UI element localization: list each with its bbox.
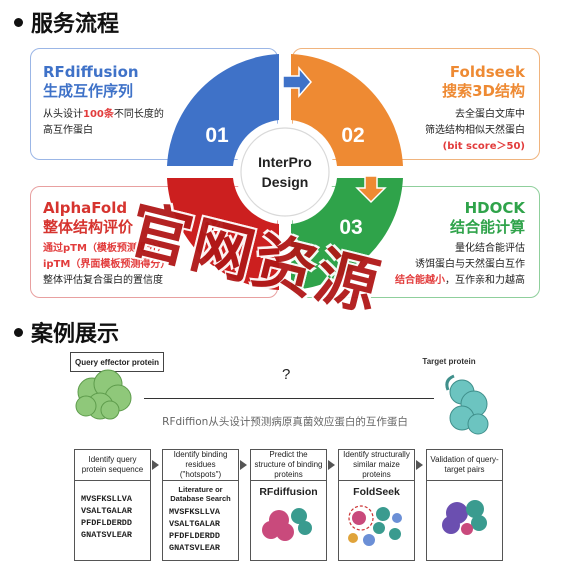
target-protein-blob-icon [445, 374, 489, 435]
card-hdock-title: HDOCK 结合能计算 [449, 199, 525, 236]
similar-proteins-icon [348, 505, 402, 546]
section-title-process: 服务流程 [14, 6, 119, 38]
center-label-line1: InterPro [258, 154, 312, 170]
ring-segment-orange [291, 54, 403, 166]
flow-arrow-icon [240, 460, 247, 470]
literature-search-label: Literature or Database Search [170, 485, 231, 503]
flow-step-predict-structure: Predict the structure of binding protein… [250, 449, 327, 561]
quadrant-number-04: 04 [201, 216, 225, 239]
arrow-down-icon [355, 175, 387, 204]
card-hdock-body: 量化结合能评估 诱饵蛋白与天然蛋白互作 结合能越小，互作亲和力越高 [395, 243, 525, 286]
sequence-block-1: MVSFKSLLVA VSALTGALAR PFDFLDERDD GNATSVL… [81, 494, 133, 540]
flow-step-4-title: Identify structurally similar maize prot… [339, 450, 414, 481]
card-alphafold-title: AlphaFold 整体结构评价 [43, 199, 134, 236]
connector-line [144, 398, 434, 399]
flow-arrow-icon [416, 460, 423, 470]
flow-step-3-title: Predict the structure of binding protein… [251, 450, 326, 481]
bullet-dot-icon [14, 327, 23, 337]
section-title-text: 服务流程 [31, 12, 120, 37]
query-effector-label: Query effector protein [70, 352, 164, 372]
quadrant-number-03: 03 [339, 216, 362, 239]
target-protein-label: Target protein [422, 356, 476, 366]
bullet-dot-icon [14, 17, 23, 27]
foldseek-tool-label: FoldSeek [353, 486, 400, 498]
flow-arrow-icon [152, 460, 159, 470]
card-rfdiffusion-body: 从头设计100条不同长度的 高互作蛋白 [43, 109, 164, 136]
flow-step-hotspots: Identify binding residues ("hotspots") L… [162, 449, 239, 561]
flow-arrow-icon [328, 460, 335, 470]
flow-step-foldseek: Identify structurally similar maize prot… [338, 449, 415, 561]
card-rfdiffusion-title: RFdiffusion 生成互作序列 [43, 63, 139, 100]
section-title-text: 案例展示 [31, 322, 120, 347]
flow-step-validation: Validation of query-target pairs [426, 449, 503, 561]
card-foldseek-body: 去全蛋白文库中 筛选结构相似天然蛋白 (bit score＞50) [425, 109, 525, 152]
case-caption: RFdiffion从头设计预测病原真菌效应蛋白的互作蛋白 [162, 416, 408, 428]
query-protein-blob-icon [75, 369, 132, 420]
validated-pair-icon [442, 500, 487, 535]
card-foldseek-title: Foldseek 搜索3D结构 [442, 63, 525, 100]
center-label-line2: Design [262, 174, 309, 190]
flow-step-identify-sequence: Identify query protein sequence MVSFKSLL… [74, 449, 151, 561]
quadrant-number-02: 02 [341, 124, 364, 147]
flow-step-1-title: Identify query protein sequence [75, 450, 150, 481]
ring-segment-green [291, 178, 403, 290]
ring-segment-blue [167, 54, 279, 166]
sequence-block-2: MVSFKSLLVA VSALTGALAR PFDFLDERDD GNATSVL… [169, 507, 221, 553]
quadrant-number-01: 01 [205, 124, 229, 147]
predicted-structure-icon [262, 508, 312, 541]
ring-segment-red [167, 178, 279, 290]
flow-step-2-title: Identify binding residues ("hotspots") [163, 450, 238, 481]
card-alphafold-body: 通过pTM（模板预测得分） ipTM（界面模板预测得分） 整体评估复合蛋白的置信… [43, 243, 171, 286]
rfdiffusion-tool-label: RFdiffusion [259, 486, 318, 498]
process-ring-diagram: InterPro Design 01 02 03 04 [167, 54, 403, 290]
arrow-right-icon [282, 65, 312, 99]
question-mark: ? [282, 366, 291, 383]
flow-step-5-title: Validation of query-target pairs [427, 450, 502, 481]
section-title-cases: 案例展示 [14, 316, 119, 348]
